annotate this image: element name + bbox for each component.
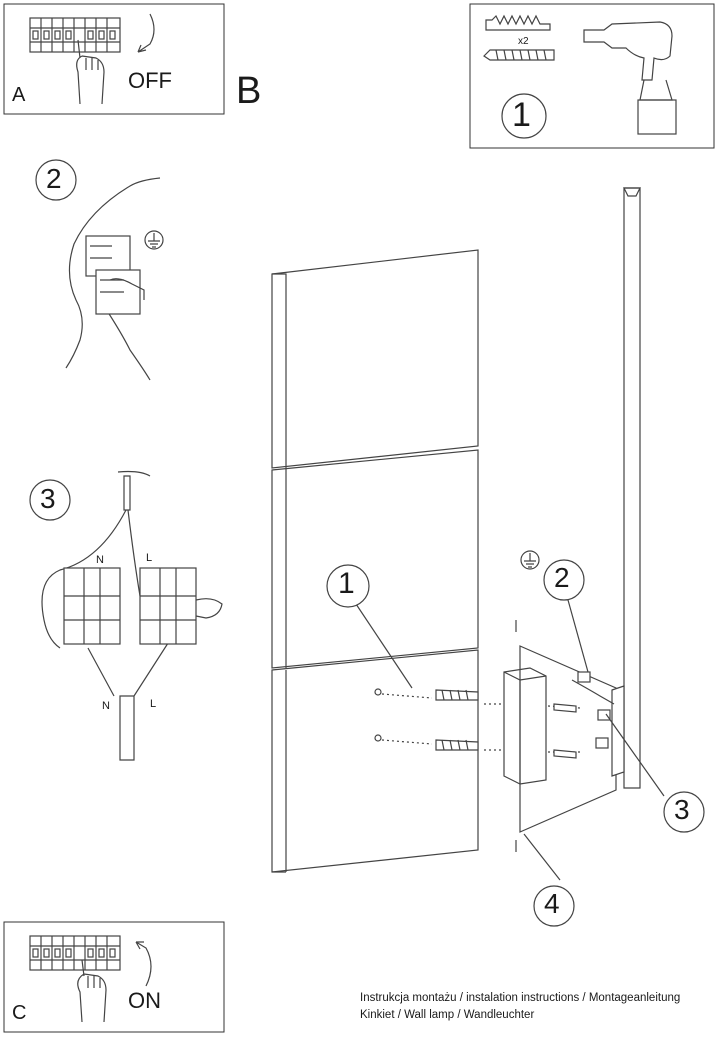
tools-step-circle xyxy=(501,93,547,139)
tools-step-number: 1 xyxy=(512,96,531,134)
hand-icon xyxy=(195,598,223,619)
off-arrow-icon xyxy=(137,13,155,53)
footer-line-1: Instrukcja montażu / instalation instruc… xyxy=(360,992,681,1004)
leader-3 xyxy=(605,713,665,797)
screw-icon xyxy=(483,49,555,61)
anchor-screw-upper xyxy=(435,689,479,701)
anchor-screw-lower xyxy=(435,739,479,751)
wire-label-n-top: N xyxy=(96,554,104,566)
mounting-box xyxy=(503,667,547,785)
panel-c-letter: C xyxy=(12,1002,27,1024)
cable-bottom xyxy=(99,299,151,381)
off-label: OFF xyxy=(128,68,172,93)
callout-3-label: 3 xyxy=(674,794,690,825)
lamp-bar xyxy=(623,187,641,789)
wall-panel-top xyxy=(271,249,479,469)
wall-plug-icon xyxy=(485,14,551,31)
leader-1 xyxy=(355,603,413,689)
panel-tools-frame xyxy=(469,3,715,149)
wall-panels xyxy=(271,249,479,873)
lamp-assembly xyxy=(484,187,665,881)
panel-c xyxy=(3,921,225,1033)
wall-panel-bottom xyxy=(271,649,479,873)
wall-panel-middle xyxy=(271,449,479,669)
ground-symbol-icon xyxy=(144,230,164,250)
quantity-label: x2 xyxy=(518,36,529,47)
panel-tools xyxy=(469,3,715,149)
circuit-breaker-icon xyxy=(29,935,121,971)
step-2-wiring xyxy=(35,159,164,381)
hole-upper xyxy=(374,688,382,696)
callout-4-label: 4 xyxy=(544,888,560,919)
hand-icon xyxy=(76,39,105,105)
step-2-badge xyxy=(35,159,77,201)
terminal-block-l-icon xyxy=(139,567,223,645)
hand-icon xyxy=(77,959,107,1023)
footer-line-2: Kinkiet / Wall lamp / Wandleuchter xyxy=(360,1009,535,1021)
panel-a-frame xyxy=(3,3,225,115)
cable-l xyxy=(127,509,141,597)
cable-top xyxy=(65,177,161,369)
step-3-badge xyxy=(29,479,71,521)
wire-label-n-bottom: N xyxy=(102,700,110,712)
callout-2-label: 2 xyxy=(554,562,570,593)
ground-symbol-icon xyxy=(520,550,540,570)
panel-a xyxy=(3,3,225,115)
step-2-number: 2 xyxy=(46,163,62,194)
circuit-breaker-icon xyxy=(29,17,121,53)
terminal-block-n-icon xyxy=(63,567,121,645)
callout-4-circle xyxy=(533,885,575,927)
callout-2-circle xyxy=(543,559,585,601)
cable-n xyxy=(41,509,127,649)
wire-label-l-bottom: L xyxy=(150,698,157,710)
callout-3-circle xyxy=(663,791,705,833)
on-arrow-icon xyxy=(135,941,152,987)
cable-join xyxy=(87,639,171,761)
callout-1-label: 1 xyxy=(338,567,355,600)
step-3-number: 3 xyxy=(40,483,56,514)
wire-label-l-top: L xyxy=(146,552,153,564)
panel-c-frame xyxy=(3,921,225,1033)
terminal-block-icon xyxy=(85,235,145,315)
panel-a-letter: A xyxy=(12,84,26,106)
leader-4 xyxy=(523,833,561,881)
drill-icon xyxy=(583,21,677,135)
step-3-connection xyxy=(29,470,223,761)
footer-caption: Instrukcja montażu / instalation instruc… xyxy=(360,990,716,1024)
callout-1-circle xyxy=(326,564,370,608)
main-cable xyxy=(117,470,151,511)
hole-lower xyxy=(374,734,382,742)
on-label: ON xyxy=(128,988,161,1013)
panel-b-letter: B xyxy=(236,70,262,112)
leader-2 xyxy=(567,599,589,673)
